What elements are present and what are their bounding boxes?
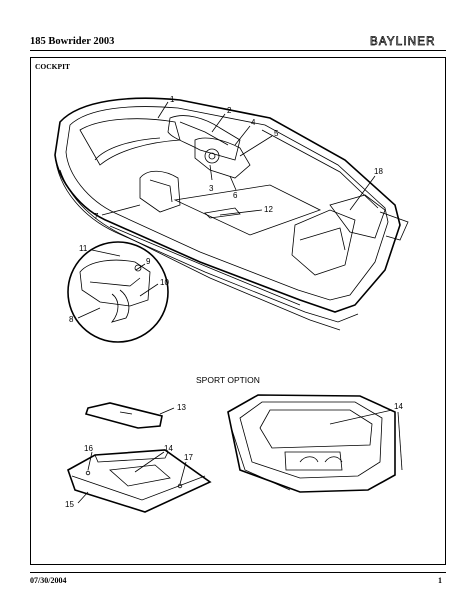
diagram-frame [30, 57, 446, 565]
bayliner-logo: BAYLINER [370, 36, 436, 49]
callout-7: 7 [94, 212, 99, 221]
sport-console [227, 394, 403, 493]
callout-10: 10 [160, 278, 169, 287]
sport-platform [67, 449, 212, 513]
callout-3: 3 [209, 184, 214, 193]
callout-4: 4 [251, 118, 256, 127]
section-label: COCKPIT [35, 62, 71, 71]
footer-date: 07/30/2004 [30, 576, 67, 585]
callout-16: 16 [84, 444, 93, 453]
callout-8: 8 [69, 315, 74, 324]
callout-15: 15 [65, 500, 74, 509]
callout-14-console: 14 [394, 402, 403, 411]
callout-2: 2 [227, 106, 232, 115]
callout-12: 12 [264, 205, 273, 214]
callout-9: 9 [146, 257, 151, 266]
callout-6: 6 [233, 191, 238, 200]
footer-rule [30, 572, 446, 573]
document-title: 185 Bowrider 2003 [30, 36, 115, 47]
boat-illustration [54, 97, 409, 331]
header-rule [30, 50, 446, 51]
callout-17: 17 [184, 453, 193, 462]
page-number: 1 [438, 576, 442, 585]
sport-option-label: SPORT OPTION [196, 375, 260, 385]
callout-1: 1 [170, 95, 175, 104]
callout-11: 11 [79, 244, 88, 253]
callout-5: 5 [274, 129, 279, 138]
callout-18: 18 [374, 167, 383, 176]
svg-text:BAYLINER: BAYLINER [370, 36, 436, 48]
sport-cushion [84, 402, 163, 429]
leader-lines [77, 101, 393, 504]
callout-13: 13 [177, 403, 186, 412]
detail-inset [67, 241, 169, 343]
callout-14-platform: 14 [164, 444, 173, 453]
